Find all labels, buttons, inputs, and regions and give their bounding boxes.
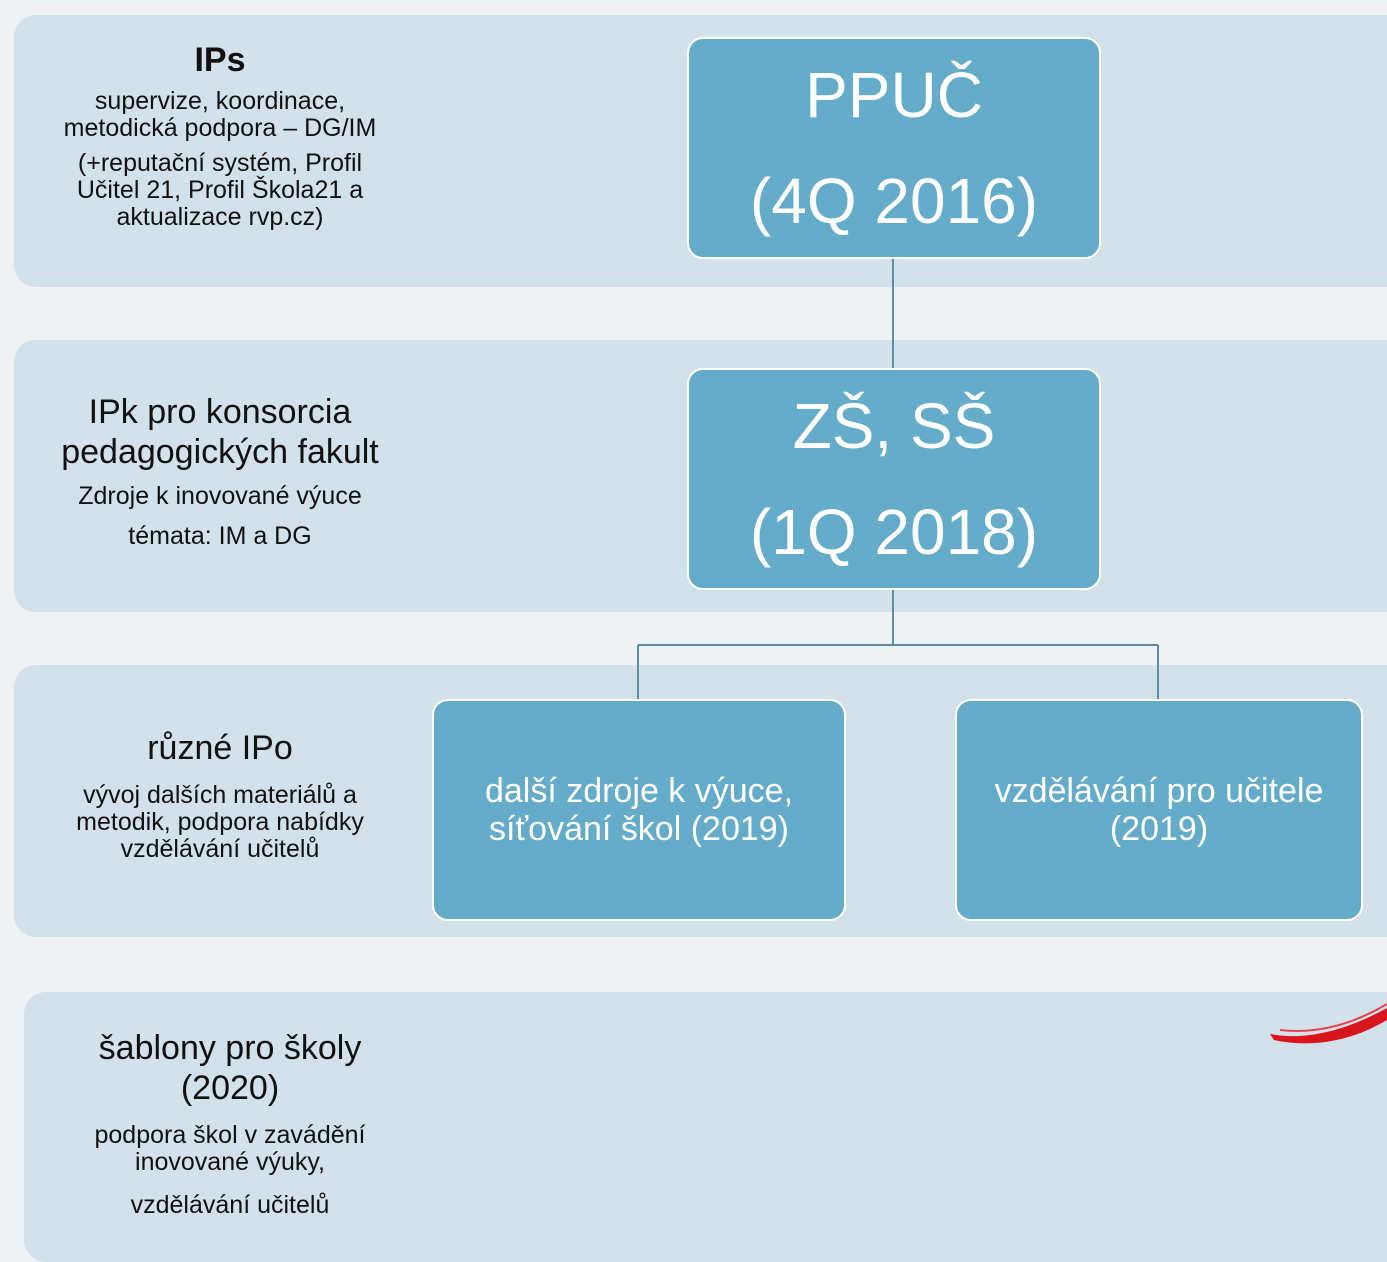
node-zs-date: (1Q 2018) xyxy=(749,496,1039,568)
row-label-ipo: různé IPo vývoj dalších materiálů a meto… xyxy=(20,728,420,863)
node-ppuc-date: (4Q 2016) xyxy=(749,165,1039,237)
row-text-line: (+reputační systém, Profil xyxy=(77,149,363,177)
node-dalsi-line: síťování škol (2019) xyxy=(488,810,789,848)
row-title-ipk: IPk pro konsorcia xyxy=(88,393,352,431)
row-text-line: podpora škol v zavádění xyxy=(94,1121,366,1149)
row-title-ipk: pedagogických fakult xyxy=(61,433,379,471)
node-vzdelavani: vzdělávání pro učitele (2019) xyxy=(955,699,1363,921)
row-title-sablony: šablony pro školy xyxy=(98,1029,362,1067)
row-label-sablony: šablony pro školy (2020) podpora škol v … xyxy=(30,1028,430,1219)
node-zs-ss: ZŠ, SŠ (1Q 2018) xyxy=(687,368,1101,590)
row-title-ipo: různé IPo xyxy=(147,729,293,767)
node-ppuc: PPUČ (4Q 2016) xyxy=(687,37,1101,259)
brush-stroke-logo xyxy=(1270,1003,1387,1044)
row-label-ipk: IPk pro konsorcia pedagogických fakult Z… xyxy=(20,392,420,552)
row-text-line: aktualizace rvp.cz) xyxy=(116,203,324,231)
row-text-line: vzdělávání učitelů xyxy=(130,1191,330,1219)
node-ppuc-title: PPUČ xyxy=(805,59,983,131)
row-text-line: metodická podpora – DG/IM xyxy=(63,114,377,142)
node-dalsi-line: další zdroje k výuce, xyxy=(484,772,794,810)
row-text-line: Zdroje k inovované výuce xyxy=(78,482,362,510)
node-dalsi-zdroje: další zdroje k výuce, síťování škol (201… xyxy=(432,699,846,921)
node-vzdel-line: vzdělávání pro učitele xyxy=(994,772,1324,810)
node-zs-title: ZŠ, SŠ xyxy=(792,390,996,462)
row-label-ips: IPs supervize, koordinace, metodická pod… xyxy=(20,40,420,231)
row-text-line: inovované výuky, xyxy=(135,1148,325,1176)
row-title-sablony: (2020) xyxy=(180,1069,280,1107)
row-text-line: témata: IM a DG xyxy=(128,522,312,550)
row-text-line: vzdělávání učitelů xyxy=(120,835,320,863)
row-text-line: vývoj dalších materiálů a xyxy=(83,781,357,809)
node-vzdel-line: (2019) xyxy=(1109,810,1209,848)
row-text-line: Učitel 21, Profil Škola21 a xyxy=(76,176,364,204)
row-title-ips: IPs xyxy=(194,41,246,79)
row-text-line: supervize, koordinace, xyxy=(94,87,346,115)
row-band-sablony xyxy=(24,992,1387,1262)
row-text-line: metodik, podpora nabídky xyxy=(76,808,364,836)
